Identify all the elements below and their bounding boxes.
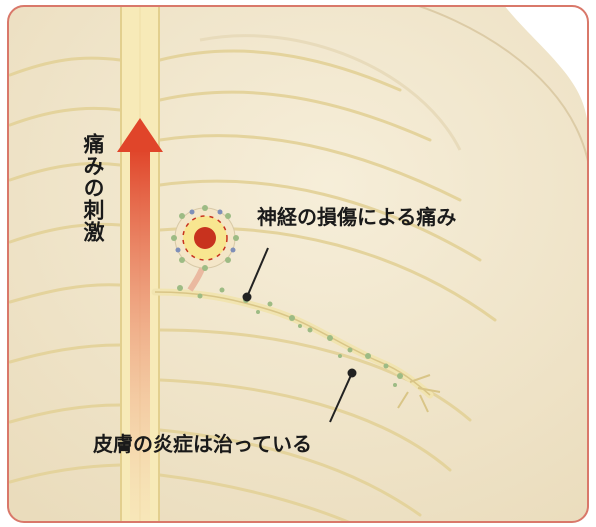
ganglion-lesion [171,205,239,271]
nerve-damage-pain-label: 神経の損傷による痛み [257,201,456,230]
skin-inflammation-healed-label: 皮膚の炎症は治っている [93,428,312,457]
pain-stimulus-label: 痛みの刺激 [79,133,105,243]
